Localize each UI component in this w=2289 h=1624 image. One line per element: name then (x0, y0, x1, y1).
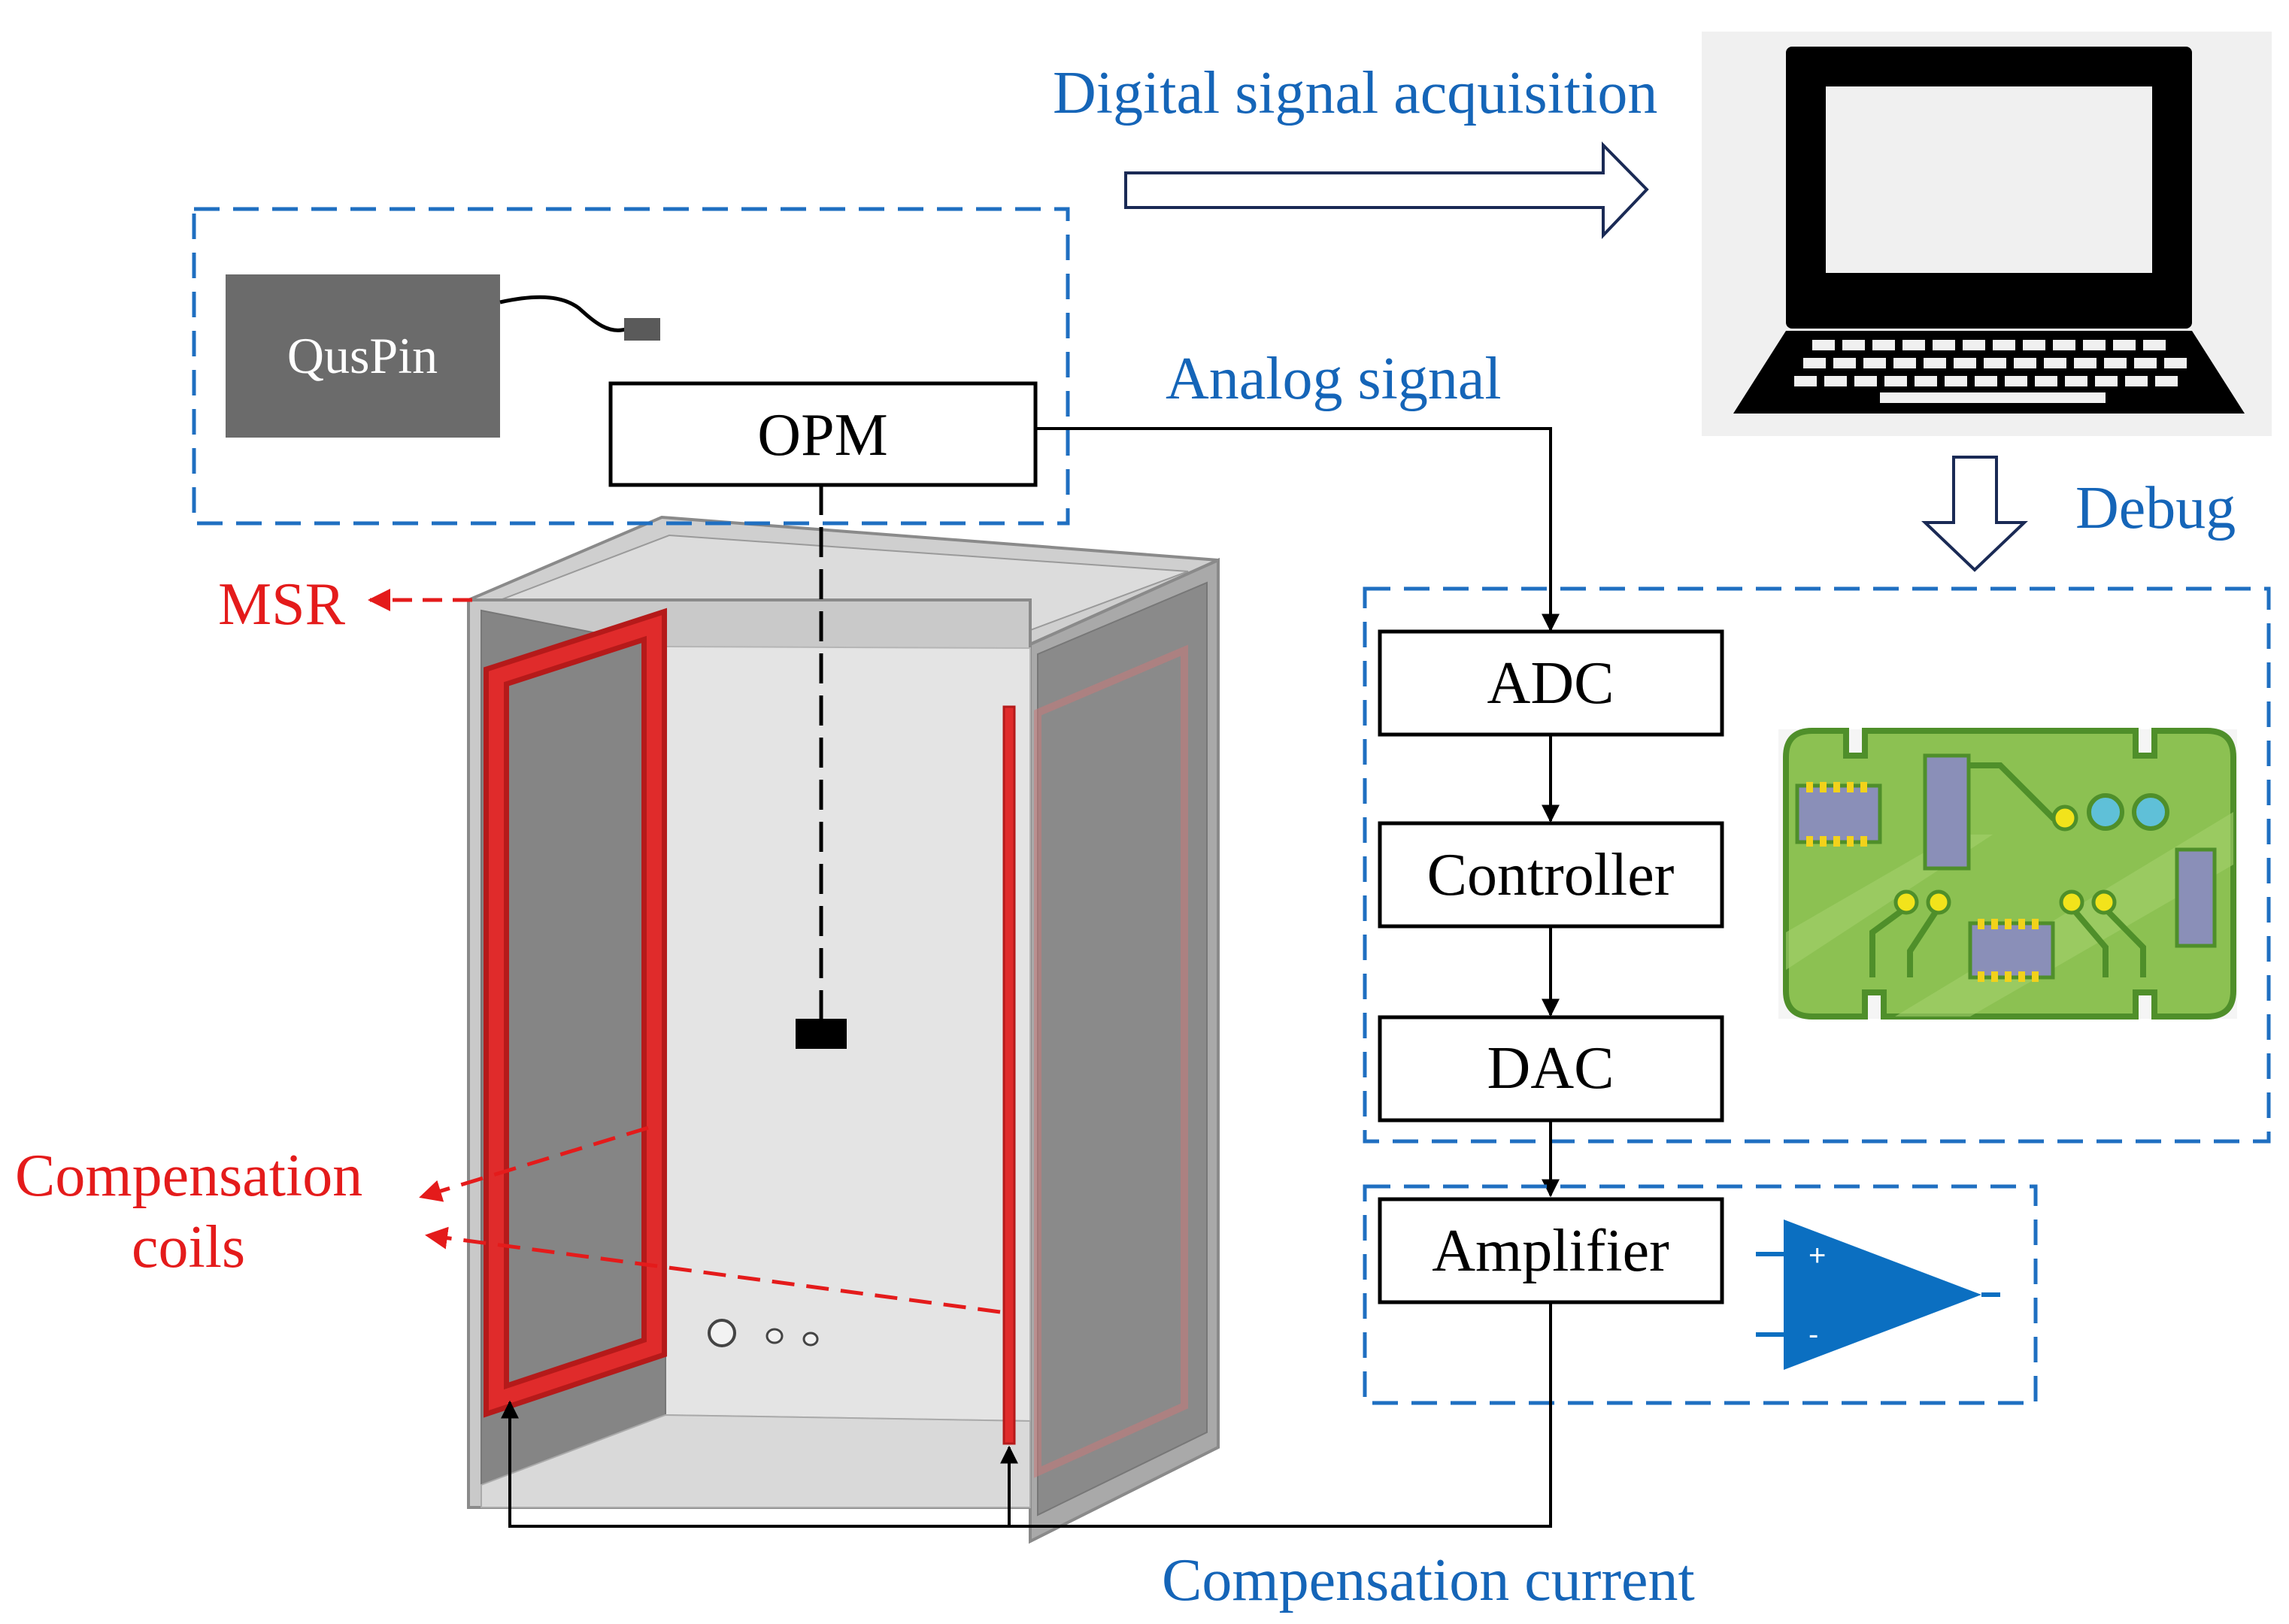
qus-pin-connector (624, 318, 660, 341)
analog-signal-wire (1035, 427, 1560, 632)
controller-box (1378, 821, 1724, 929)
controller-label: Controller (1427, 842, 1675, 908)
laptop-icon (1702, 32, 2272, 436)
compensation-current-wire (501, 1302, 1552, 1528)
qus-pin-label: QusPin (287, 327, 438, 384)
qus-pin-cable (499, 295, 629, 332)
coil-pointer-lower (425, 1226, 1001, 1314)
msr-label: MSR (218, 571, 346, 638)
amplifier-label: Amplifier (1432, 1218, 1669, 1284)
coil-pointer-upper (419, 1126, 649, 1202)
adc-box (1378, 629, 1724, 737)
op-amp-icon: + - (1756, 1220, 2000, 1370)
debug-arrow (1921, 456, 2028, 572)
opm-box (608, 381, 1038, 487)
dac-label: DAC (1487, 1035, 1614, 1101)
digital-signal-label: Digital signal acquisition (1053, 60, 1657, 126)
circuit-board-icon (1778, 728, 2237, 1020)
compensation-coils-label-line2: coils (132, 1214, 245, 1280)
qus-pin-box (226, 274, 500, 438)
controller-group-frame (1363, 586, 2271, 1144)
compensation-coil-right (1002, 705, 1016, 1445)
digital-signal-arrow (1124, 141, 1649, 240)
adc-label: ADC (1487, 650, 1614, 717)
compensation-current-label: Compensation current (1162, 1547, 1695, 1613)
opm-sensor (796, 1019, 847, 1049)
msr-cabinet (467, 515, 1220, 1544)
opm-label: OPM (757, 402, 887, 468)
debug-label: Debug (2075, 475, 2236, 541)
svg-text:-: - (1808, 1318, 1818, 1351)
amplifier-box (1378, 1197, 1724, 1304)
amplifier-group-frame (1363, 1184, 2038, 1405)
compensation-coil-left (484, 607, 667, 1418)
dac-box (1378, 1015, 1724, 1123)
compensation-coils-label-line1: Compensation (15, 1143, 362, 1209)
svg-text:+: + (1808, 1239, 1826, 1272)
opm-group-frame (192, 207, 1070, 526)
analog-signal-label: Analog signal (1166, 346, 1502, 412)
